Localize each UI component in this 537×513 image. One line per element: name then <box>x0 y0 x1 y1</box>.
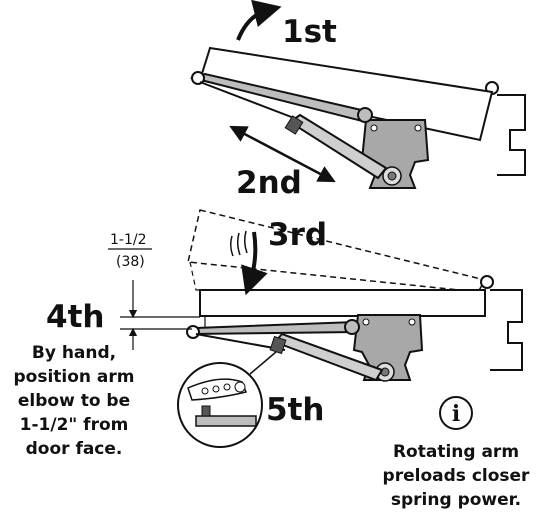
door-frame-bottom <box>490 289 523 371</box>
step-3rd-label: 3rd <box>268 217 327 253</box>
info-line-1: Rotating arm <box>393 442 519 462</box>
dimension-callout: 1-1/2 (38) <box>108 232 200 350</box>
instruction-line-4: 1-1/2" from <box>20 415 129 435</box>
second-motion-arrow <box>229 125 336 183</box>
left-instructions: By hand, position arm elbow to be 1-1/2"… <box>13 343 134 459</box>
instruction-line-3: elbow to be <box>18 391 130 411</box>
bracket-bottom <box>352 314 424 381</box>
door-frame-top <box>497 94 526 176</box>
dimension-imperial: 1-1/2 <box>110 232 147 248</box>
door-bottom <box>199 289 486 317</box>
detail-magnifier <box>177 351 277 448</box>
closer-cylinder-bottom <box>273 332 384 382</box>
hinge-pin-bottom <box>480 275 494 289</box>
info-note: i Rotating arm preloads closer spring po… <box>383 396 530 510</box>
info-icon-glyph: i <box>452 401 460 427</box>
door-ghost-dashed <box>187 209 487 293</box>
main-arm-bottom <box>187 320 358 336</box>
third-rotation-arrow <box>241 231 268 296</box>
info-icon <box>439 396 473 430</box>
step-5th-label: 5th <box>266 392 324 428</box>
step-1st-label: 1st <box>282 14 337 50</box>
instruction-line-2: position arm <box>13 367 134 387</box>
info-line-3: spring power. <box>391 490 521 510</box>
step-2nd-label: 2nd <box>236 165 302 201</box>
info-line-2: preloads closer <box>383 466 530 486</box>
first-rotation-arrow <box>236 0 282 41</box>
door-top <box>198 46 494 142</box>
step-4th-label: 4th <box>46 299 104 335</box>
instruction-line-1: By hand, <box>32 343 116 363</box>
instruction-line-5: door face. <box>26 439 123 459</box>
dimension-metric: (38) <box>116 254 145 270</box>
bottom-assembly <box>186 209 523 382</box>
